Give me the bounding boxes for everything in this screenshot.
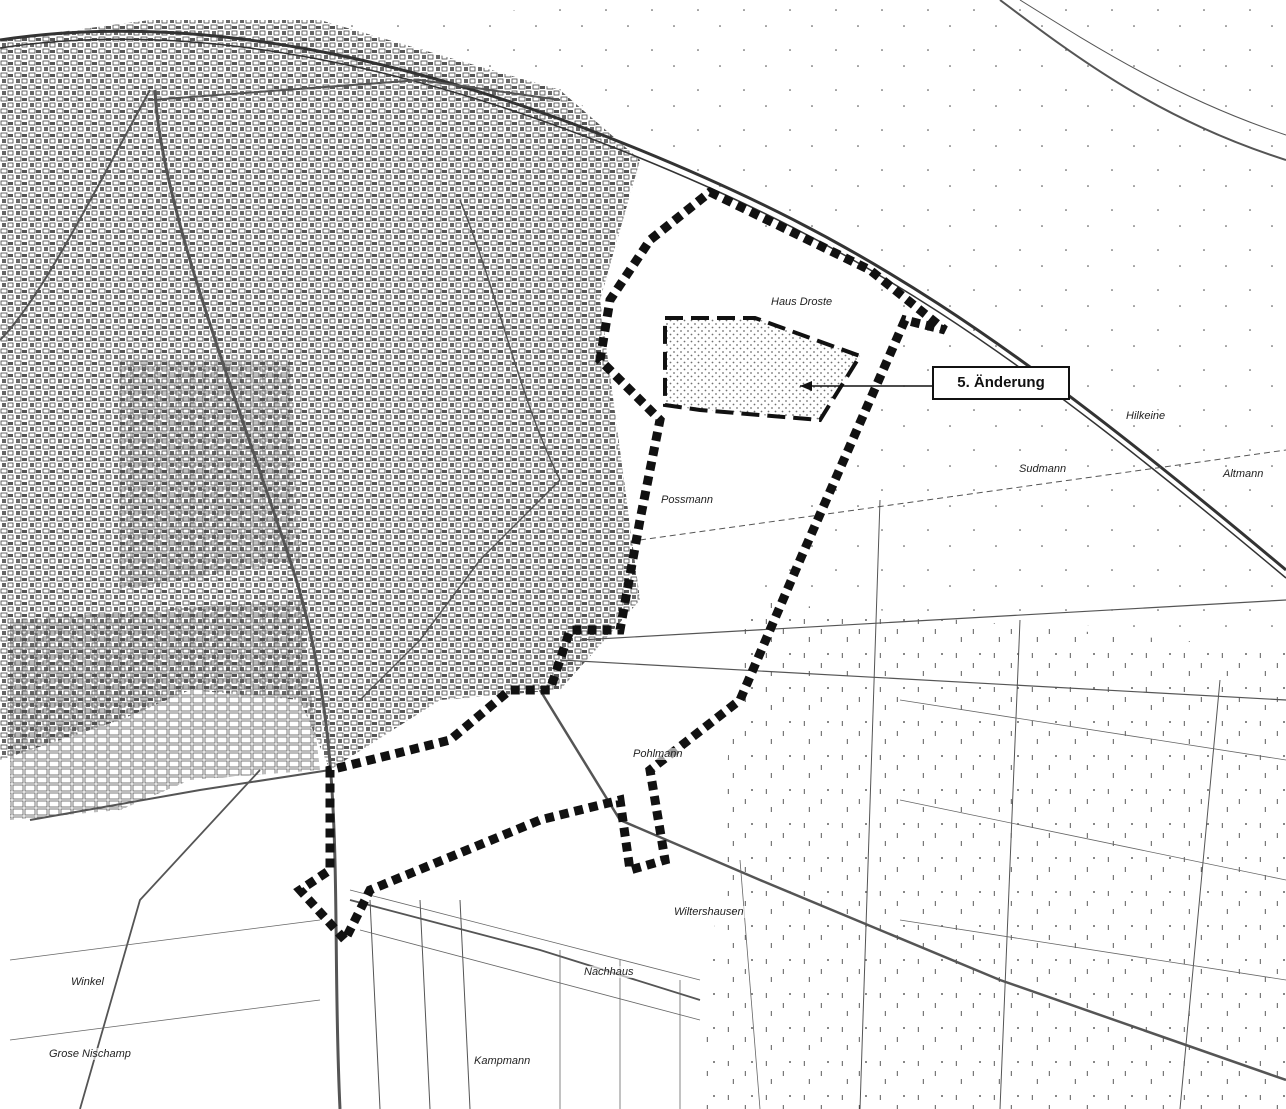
river xyxy=(999,0,1286,161)
river-bank xyxy=(1019,0,1286,136)
place-label-altmann: Altmann xyxy=(1222,468,1265,480)
place-label-winkel: Winkel xyxy=(70,976,105,988)
place-label-gross-nischamp: Grose Nischamp xyxy=(48,1048,132,1060)
fields-scatter xyxy=(700,0,1286,640)
place-label-nachhaus: Nachhaus xyxy=(583,966,635,978)
amendment-area-hatch xyxy=(665,318,860,420)
plan-boundary[interactable] xyxy=(293,186,948,948)
place-label-sudmann: Sudmann xyxy=(1018,463,1068,475)
callout-arrowhead xyxy=(800,381,812,391)
field-parcels xyxy=(9,699,1286,1109)
place-label-possmann: Possmann xyxy=(660,494,714,506)
place-label-kampmann: Kampmann xyxy=(473,1055,532,1067)
place-label-haus-droste: Haus Droste xyxy=(770,296,834,308)
place-label-hilkeine: Hilkeine xyxy=(1125,410,1167,422)
amendment-area-boundary[interactable] xyxy=(663,316,864,423)
town-row-houses xyxy=(10,600,320,820)
amendment-callout[interactable]: 5. Änderung xyxy=(932,366,1070,400)
forest-area xyxy=(700,600,1286,1109)
place-label-pohlmann: Pohlmann xyxy=(632,748,684,760)
place-label-wiltershausen: Wiltershausen xyxy=(673,906,745,918)
town-west-blocks xyxy=(120,360,300,590)
fields-north xyxy=(320,0,720,190)
